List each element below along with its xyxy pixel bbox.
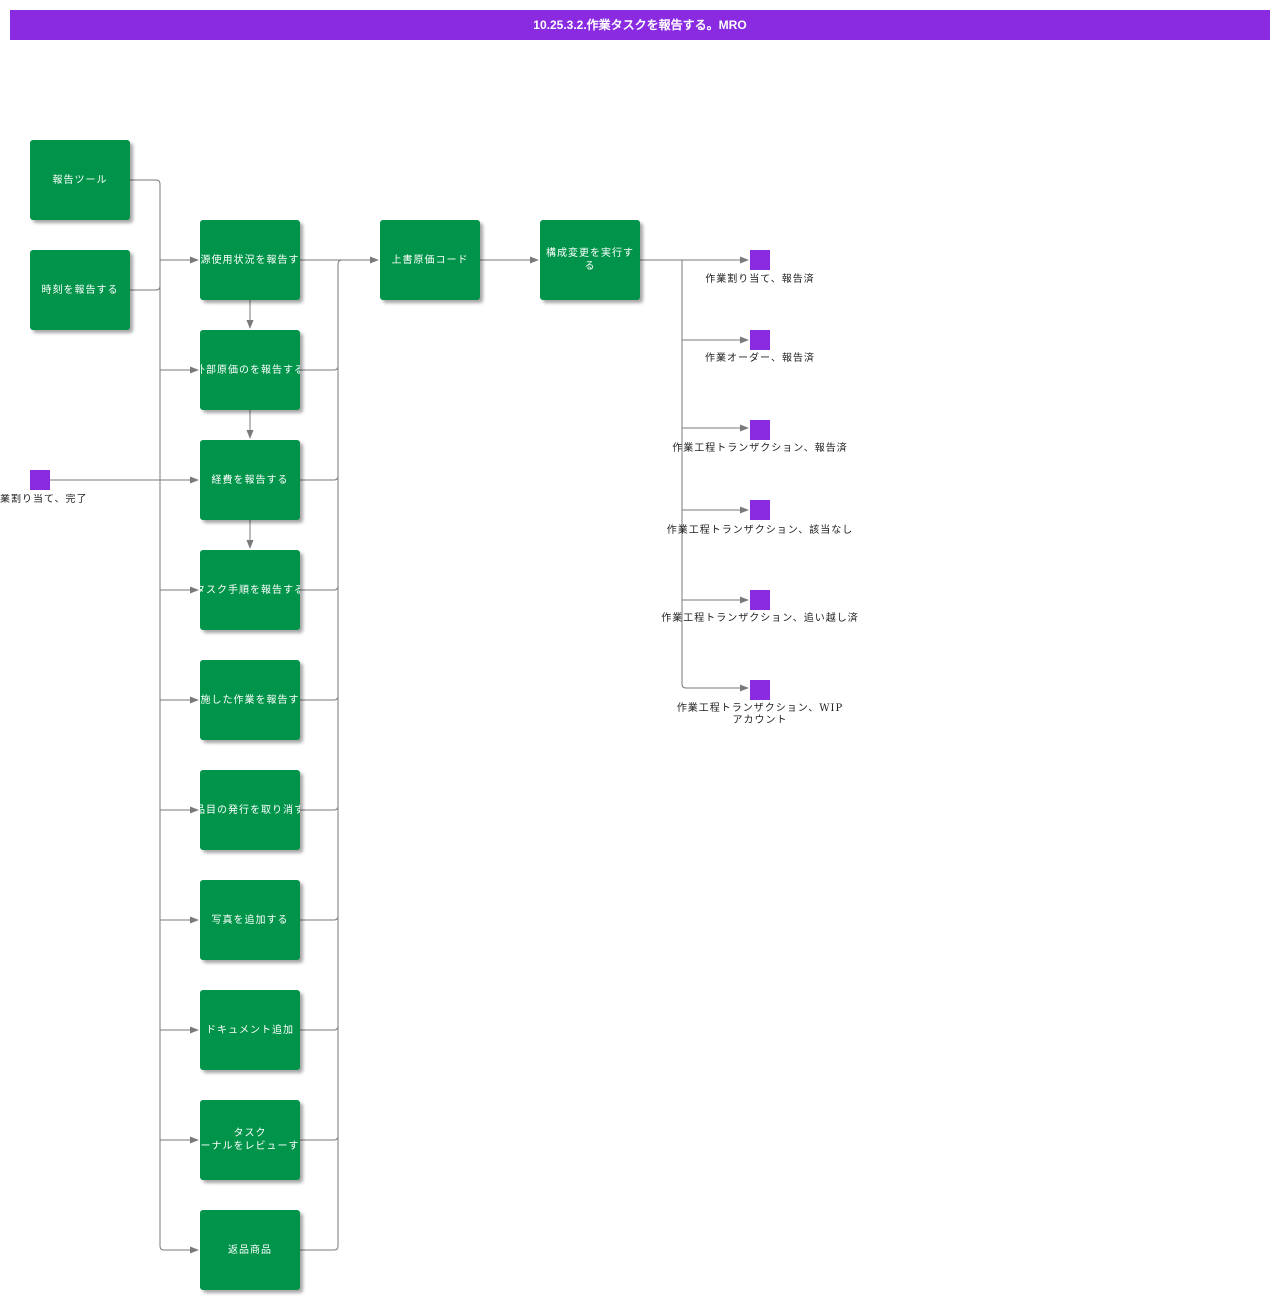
task-execute-config-change[interactable]: 構成変更を実行す る [540, 220, 640, 300]
event-start-label: 業割り当て、完了 [0, 494, 88, 505]
task-report-task-steps[interactable]: タスク手順を報告する [200, 550, 300, 630]
task-report-time[interactable]: 時刻を報告する [30, 250, 130, 330]
event-op-txn-overtaken-label: 作業工程トランザクション、追い越し済 [661, 613, 859, 624]
task-add-photo[interactable]: 写真を追加する [200, 880, 300, 960]
edge-journal-out [300, 1135, 339, 1141]
task-review-task-journal[interactable]: タスク ーナルをレビューす [200, 1100, 300, 1180]
task-report-expenses[interactable]: 経費を報告する [200, 440, 300, 520]
edge-tools-to-bus [130, 179, 161, 260]
task-report-work-performed[interactable]: 施した作業を報告す [200, 660, 300, 740]
task-cancel-item-issue[interactable]: 品目の発行を取り消す [200, 770, 300, 850]
task-return-goods[interactable]: 返品商品 [200, 1210, 300, 1290]
output-bus [681, 260, 687, 689]
diagram-title: 10.25.3.2.作業タスクを報告する。MRO [10, 10, 1270, 40]
event-op-txn-reported-node[interactable] [750, 420, 770, 440]
event-op-txn-overtaken-node[interactable] [750, 590, 770, 610]
edge-external-out [300, 365, 339, 371]
event-op-txn-na-node[interactable] [750, 500, 770, 520]
event-order-reported-label: 作業オーダー、報告済 [705, 353, 815, 364]
event-start-node[interactable] [30, 470, 50, 490]
edge-steps-out [300, 585, 339, 591]
edge-time-to-bus [130, 260, 161, 291]
edge-cancel-out [300, 805, 339, 811]
event-op-txn-wip-node[interactable] [750, 680, 770, 700]
right-bus [300, 264, 339, 1251]
event-op-txn-wip-label: 作業工程トランザクション、WIP アカウント [676, 703, 844, 726]
task-report-tools[interactable]: 報告ツール [30, 140, 130, 220]
event-order-reported-node[interactable] [750, 330, 770, 350]
edge-expenses-out [300, 475, 339, 481]
task-report-resource-usage[interactable]: 源使用状況を報告す [200, 220, 300, 300]
edge-bus-to-override [337, 256, 379, 265]
edge-photo-out [300, 915, 339, 921]
event-op-txn-reported-label: 作業工程トランザクション、報告済 [672, 443, 848, 454]
edge-work-out [300, 695, 339, 701]
event-assignment-reported-node[interactable] [750, 250, 770, 270]
task-report-external-cost[interactable]: 外部原価のを報告する [200, 330, 300, 410]
left-bus [159, 260, 165, 1251]
task-override-cost-code[interactable]: 上書原価コード [380, 220, 480, 300]
task-add-document[interactable]: ドキュメント追加 [200, 990, 300, 1070]
edge-doc-out [300, 1025, 339, 1031]
event-assignment-reported-label: 作業割り当て、報告済 [705, 274, 815, 285]
event-op-txn-na-label: 作業工程トランザクション、該当なし [666, 525, 854, 536]
